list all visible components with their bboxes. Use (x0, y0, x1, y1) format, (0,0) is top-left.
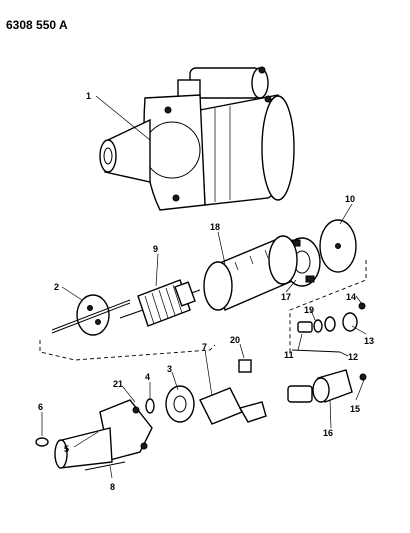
assembly-path-upper (39, 340, 216, 361)
starter-assembly (99, 66, 295, 211)
armature (119, 279, 201, 327)
mounting-screw (84, 461, 126, 471)
assembly-path-right (289, 260, 367, 352)
callout-3: 3 (167, 364, 172, 374)
block-part (238, 359, 252, 373)
callout-20: 20 (230, 335, 240, 345)
callout-17: 17 (281, 292, 291, 302)
through-bolt (291, 349, 341, 353)
field-frame (203, 235, 298, 311)
callout-13: 13 (364, 336, 374, 346)
callout-1: 1 (86, 91, 91, 101)
end-plate (319, 219, 357, 273)
callout-10: 10 (345, 194, 355, 204)
callout-labels: 1 2 3 4 5 6 7 8 9 10 11 12 13 14 15 16 1… (38, 91, 374, 492)
end-housing (51, 294, 131, 336)
callout-14: 14 (346, 292, 356, 302)
callout-4: 4 (145, 372, 150, 382)
callout-16: 16 (323, 428, 333, 438)
callout-5: 5 (64, 444, 69, 454)
callout-2: 2 (54, 282, 59, 292)
diagram-code: 6308 550 A (6, 18, 68, 32)
callout-11: 11 (284, 350, 294, 360)
callout-7: 7 (202, 342, 207, 352)
solenoid (287, 369, 367, 403)
callout-8: 8 (110, 482, 115, 492)
callout-12: 12 (348, 352, 358, 362)
callout-6: 6 (38, 402, 43, 412)
leader-lines (41, 95, 367, 479)
drive-housing (54, 385, 267, 469)
plug-part (35, 437, 49, 447)
callout-18: 18 (210, 222, 220, 232)
callout-21: 21 (113, 379, 123, 389)
callout-19: 19 (304, 305, 314, 315)
callout-9: 9 (153, 244, 158, 254)
callout-15: 15 (350, 404, 360, 414)
